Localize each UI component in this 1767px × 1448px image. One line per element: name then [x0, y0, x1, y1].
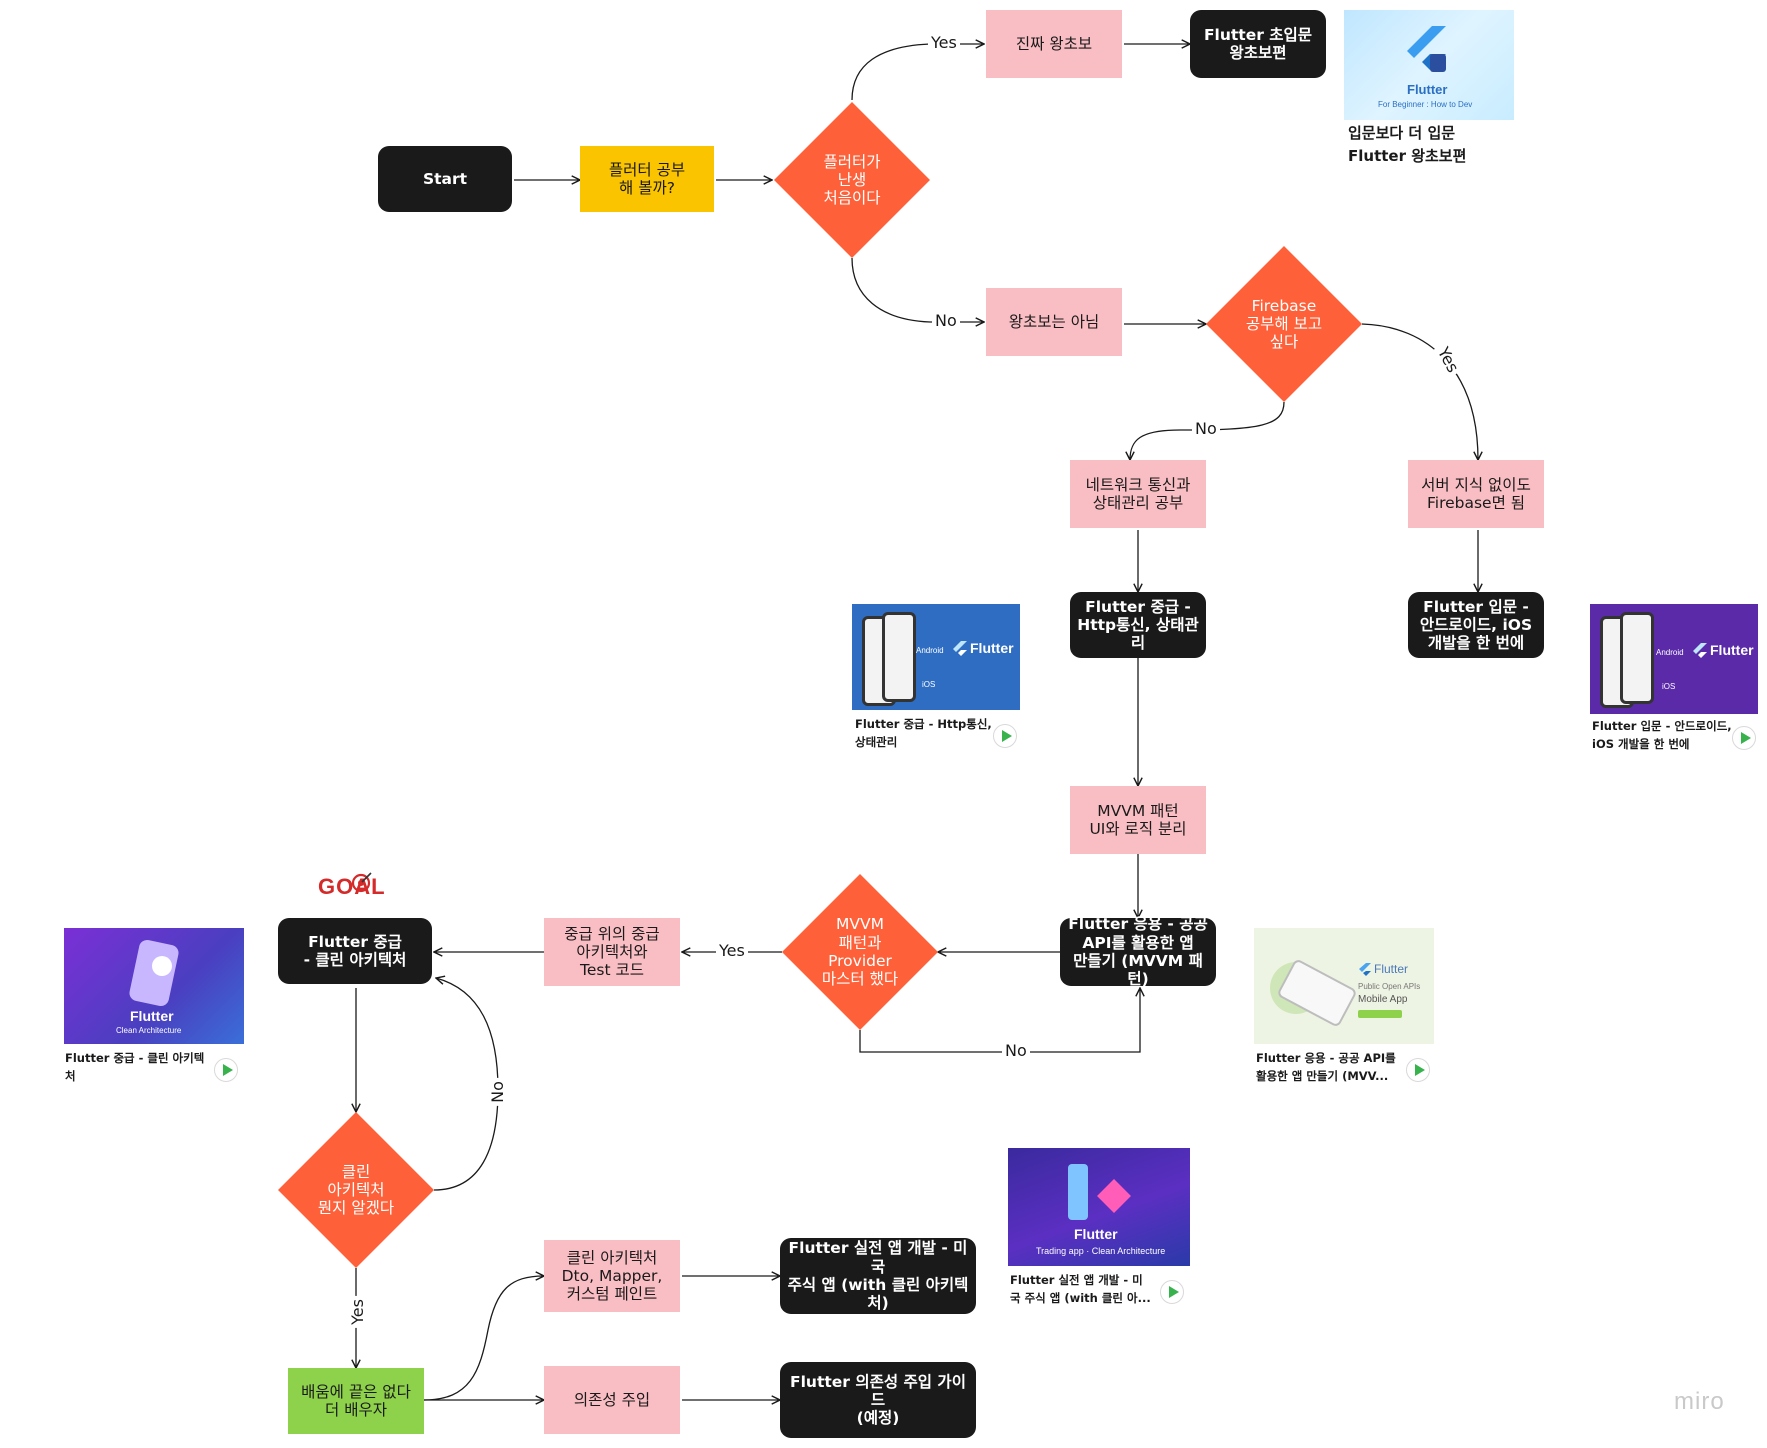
- thumbnail-clean-caption: Flutter 중급 - 클린 아키텍 처: [65, 1051, 205, 1083]
- play-icon[interactable]: [1732, 726, 1756, 750]
- thumbnail-trading-subtitle: Trading app · Clean Architecture: [1036, 1246, 1166, 1256]
- mvvm-provider-decision-label: MVVM 패턴과 Provider 마스터 했다: [821, 915, 899, 989]
- thumbnail-publicapi-subtitle2: Mobile App: [1358, 994, 1408, 1005]
- miro-watermark: miro: [1674, 1388, 1725, 1415]
- firebase-decision[interactable]: Firebase 공부해 보고 싶다: [1206, 246, 1362, 402]
- flutter-public-api-course[interactable]: Flutter 응용 - 공공 API를 활용한 앱 만들기 (MVVM 패턴): [1060, 915, 1216, 988]
- flutter-logo-icon: [1693, 643, 1707, 658]
- edge-label-no-firebase: No: [1192, 421, 1220, 437]
- not-beginner-node[interactable]: 왕초보는 아님: [986, 288, 1122, 356]
- keep-learning-node[interactable]: 배움에 끝은 없다 더 배우자: [288, 1368, 424, 1434]
- thumbnail-publicapi-title: Flutter: [1374, 962, 1409, 976]
- thumbnail-trading[interactable]: Flutter Trading app · Clean Architecture: [1008, 1148, 1190, 1266]
- thumbnail-beginner-subtitle: For Beginner : How to Dev: [1378, 100, 1473, 109]
- firebase-ok-node[interactable]: 서버 지식 없이도 Firebase면 됨: [1408, 460, 1544, 528]
- thumbnail-http[interactable]: Android iOS Flutter: [852, 604, 1020, 710]
- edge-label-yes-first: Yes: [928, 35, 960, 51]
- edge-decision-no: [859, 988, 1140, 1053]
- edge-label-no-clean: No: [488, 1078, 507, 1106]
- network-study-node[interactable]: 네트워크 통신과 상태관리 공부: [1070, 460, 1206, 528]
- clean-arch-dto-node[interactable]: 클린 아키텍처 Dto, Mapper, 커스텀 페인트: [544, 1240, 680, 1312]
- first-time-decision[interactable]: 플러터가 난생 처음이다: [774, 102, 930, 258]
- thumbnail-trading-caption: Flutter 실전 앱 개발 - 미 국 주식 앱 (with 클린 아...: [1010, 1273, 1151, 1305]
- thumbnail-trading-title: Flutter: [1074, 1226, 1118, 1242]
- thumbnail-intro-title: Flutter: [1710, 642, 1754, 658]
- thumbnail-beginner-title: Flutter: [1407, 82, 1448, 97]
- flutter-di-guide-course[interactable]: Flutter 의존성 주입 가이드 (예정): [780, 1362, 976, 1438]
- real-beginner-node[interactable]: 진짜 왕초보: [986, 10, 1122, 78]
- edge-label-no-first: No: [932, 313, 960, 329]
- edge-firebase-no: [1130, 401, 1285, 460]
- firebase-decision-label: Firebase 공부해 보고 싶다: [1245, 296, 1323, 352]
- start-node[interactable]: Start: [378, 146, 512, 212]
- play-icon[interactable]: [214, 1058, 238, 1082]
- target-icon: [351, 872, 372, 893]
- mid-above-arch-node[interactable]: 중급 위의 중급 아키텍처와 Test 코드: [544, 918, 680, 986]
- clean-arch-decision-label: 클린 아키텍처 뭔지 알겠다: [317, 1162, 395, 1218]
- play-icon[interactable]: [1406, 1058, 1430, 1082]
- thumbnail-clean-title: Flutter: [130, 1008, 174, 1024]
- thumbnail-http-android-label: Android: [916, 646, 944, 655]
- edge-firebase-yes: [1361, 323, 1478, 460]
- play-icon[interactable]: [993, 724, 1017, 748]
- thumbnail-beginner[interactable]: Flutter For Beginner : How to Dev: [1344, 10, 1514, 120]
- thumbnail-publicapi[interactable]: Flutter Public Open APIs Mobile App: [1254, 928, 1434, 1044]
- clean-arch-decision[interactable]: 클린 아키텍처 뭔지 알겠다: [278, 1112, 434, 1268]
- flutter-logo-icon: [1359, 963, 1371, 976]
- flutter-clean-arch-course[interactable]: Flutter 중급 - 클린 아키텍처: [278, 918, 432, 984]
- first-time-decision-label: 플러터가 난생 처음이다: [823, 152, 881, 208]
- dependency-injection-node[interactable]: 의존성 주입: [544, 1366, 680, 1434]
- study-question-node[interactable]: 플러터 공부 해 볼까?: [580, 146, 714, 212]
- mvvm-provider-decision[interactable]: MVVM 패턴과 Provider 마스터 했다: [782, 874, 938, 1030]
- thumbnail-intro-caption: Flutter 입문 - 안드로이드, iOS 개발을 한 번에: [1592, 719, 1732, 751]
- thumbnail-http-ios-label: iOS: [922, 680, 936, 689]
- thumbnail-intro-ios-label: iOS: [1662, 682, 1676, 691]
- thumbnail-publicapi-caption: Flutter 응용 - 공공 API를 활용한 앱 만들기 (MVV...: [1256, 1051, 1396, 1083]
- thumbnail-clean[interactable]: Flutter Clean Architecture: [64, 928, 244, 1044]
- edge-first-no: [851, 257, 984, 322]
- thumbnail-http-caption: Flutter 중급 - Http통신, 상태관리: [855, 717, 992, 749]
- flutter-intro-android-ios-course[interactable]: Flutter 입문 - 안드로이드, iOS 개발을 한 번에: [1408, 592, 1544, 658]
- flutter-logo-icon: [1407, 26, 1446, 72]
- thumbnail-clean-subtitle: Clean Architecture: [116, 1026, 182, 1035]
- thumbnail-http-title: Flutter: [970, 640, 1014, 656]
- flutter-intermediate-http-course[interactable]: Flutter 중급 - Http통신, 상태관리: [1070, 592, 1206, 658]
- edge-label-yes-clean: Yes: [348, 1296, 367, 1328]
- edge-label-yes-mvvm: Yes: [716, 943, 748, 959]
- flutter-real-app-course[interactable]: Flutter 실전 앱 개발 - 미국 주식 앱 (with 클린 아키텍처): [780, 1238, 976, 1314]
- thumbnail-beginner-caption: 입문보다 더 입문 Flutter 왕초보편: [1348, 124, 1467, 166]
- thumbnail-intro[interactable]: Android iOS Flutter: [1590, 604, 1758, 714]
- flutter-logo-icon: [953, 641, 967, 656]
- thumbnail-publicapi-subtitle: Public Open APIs: [1358, 982, 1421, 991]
- play-icon[interactable]: [1160, 1280, 1184, 1304]
- edge-label-no-mvvm: No: [1002, 1043, 1030, 1059]
- mvvm-pattern-node[interactable]: MVVM 패턴 UI와 로직 분리: [1070, 786, 1206, 854]
- flutter-beginner-course[interactable]: Flutter 초입문 왕초보편: [1190, 10, 1326, 78]
- goal-label: GOAL: [318, 874, 386, 899]
- edge-first-yes: [851, 44, 984, 101]
- thumbnail-intro-android-label: Android: [1656, 648, 1684, 657]
- edge-keep-cleandto: [423, 1276, 544, 1401]
